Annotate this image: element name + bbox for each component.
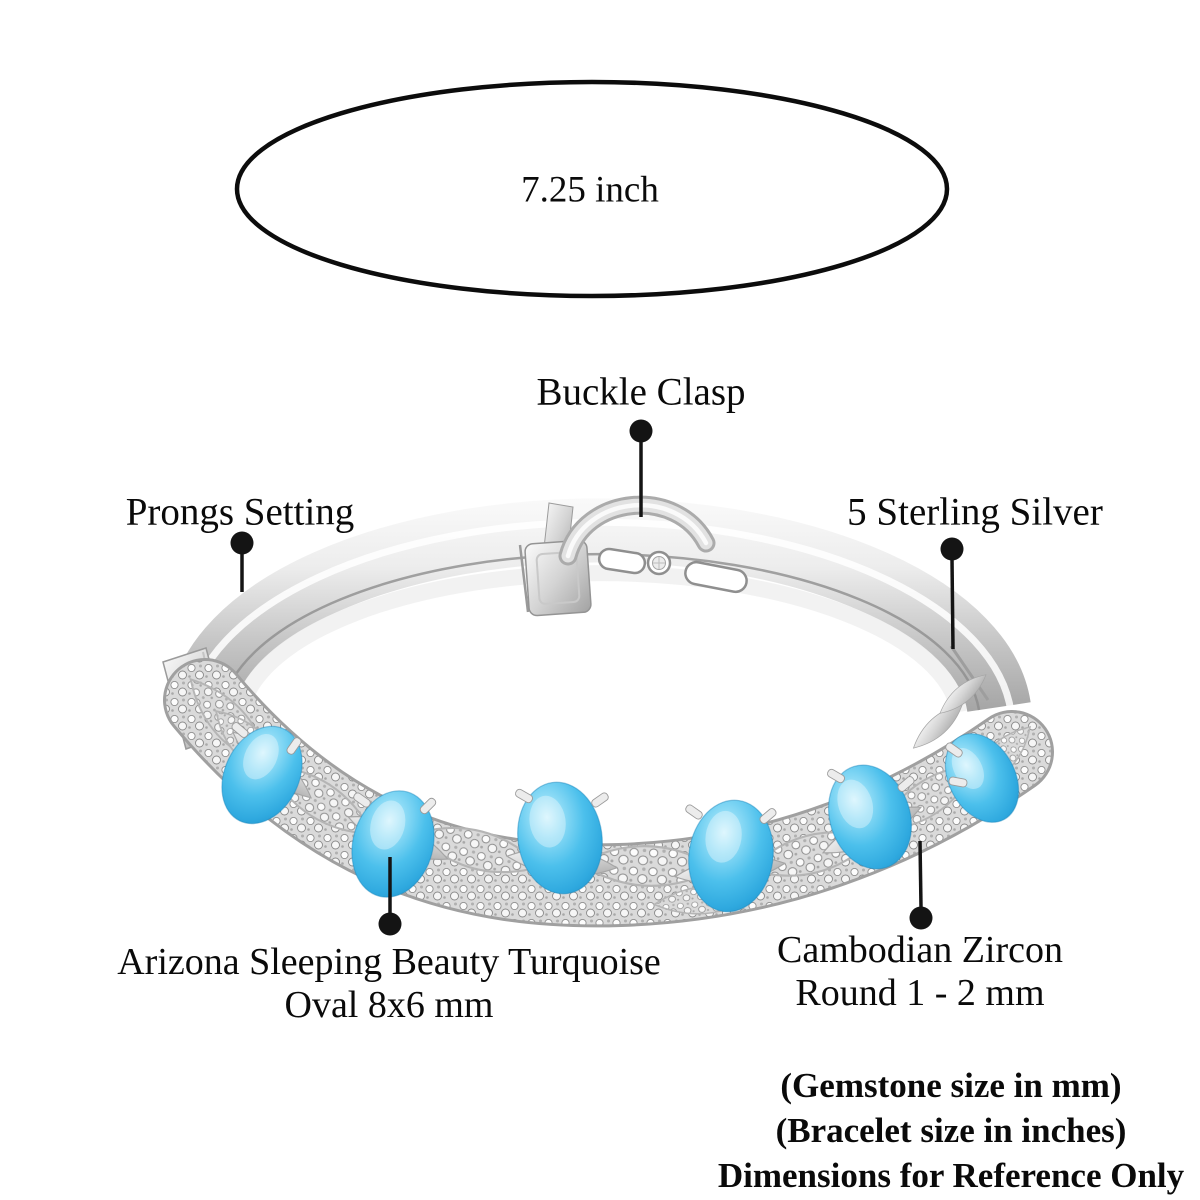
callout-turquoise-name: Arizona Sleeping Beauty Turquoise [117, 941, 661, 983]
band-outer-arc [169, 498, 1031, 713]
turquoise-stone [827, 764, 913, 870]
leader-dot-sterling-silver [940, 537, 964, 561]
callout-sterling-silver: 5 Sterling Silver [847, 490, 1103, 534]
footnote-block: (Gemstone size in mm) (Bracelet size in … [718, 1063, 1184, 1198]
leader-dot-turquoise [378, 912, 402, 936]
callout-zircon: Cambodian Zircon Round 1 - 2 mm [777, 929, 1063, 1015]
callout-zircon-name: Cambodian Zircon [777, 929, 1063, 971]
turquoise-stone [351, 790, 435, 898]
leader-dot-prongs-setting [230, 531, 254, 555]
clasp-loop-highlight [565, 502, 709, 559]
callout-buckle-clasp: Buckle Clasp [536, 370, 746, 414]
clasp-hinge-line [518, 544, 530, 613]
turquoise-stone [688, 799, 774, 913]
callout-prongs-setting: Prongs Setting [125, 490, 355, 534]
leader-line-zircon [918, 840, 923, 908]
slot-hole-long [684, 560, 748, 594]
stone-prongs [231, 722, 968, 824]
leader-line-sterling-silver [950, 558, 955, 650]
band-slots [597, 547, 748, 594]
footnote-reference-only: Dimensions for Reference Only [717, 1156, 1185, 1195]
leader-dot-zircon [909, 906, 933, 930]
callout-turquoise: Arizona Sleeping Beauty Turquoise Oval 8… [117, 941, 661, 1027]
turquoise-stone [517, 781, 603, 895]
turquoise-stone [221, 725, 303, 825]
pave-ribbon [163, 658, 1054, 928]
hole-zircon-facets [653, 557, 665, 569]
footnote-bracelet-size: (Bracelet size in inches) [775, 1111, 1127, 1150]
callout-zircon-size: Round 1 - 2 mm [795, 972, 1045, 1014]
buckle-clasp [518, 495, 716, 617]
footnote-gemstone-size: (Gemstone size in mm) [780, 1066, 1122, 1105]
size-ellipse [234, 79, 950, 299]
clasp-box-inner [535, 551, 581, 605]
callout-leaders [230, 419, 964, 936]
turquoise-stones [221, 722, 1020, 913]
band-right-seam [949, 645, 990, 701]
size-label: 7.25 inch [521, 169, 659, 211]
callout-turquoise-size: Oval 8x6 mm [284, 984, 494, 1026]
slot-hole [597, 547, 647, 575]
leader-dot-buckle-clasp [629, 419, 653, 443]
band-inner-face [233, 565, 967, 714]
clasp-box [524, 539, 592, 617]
